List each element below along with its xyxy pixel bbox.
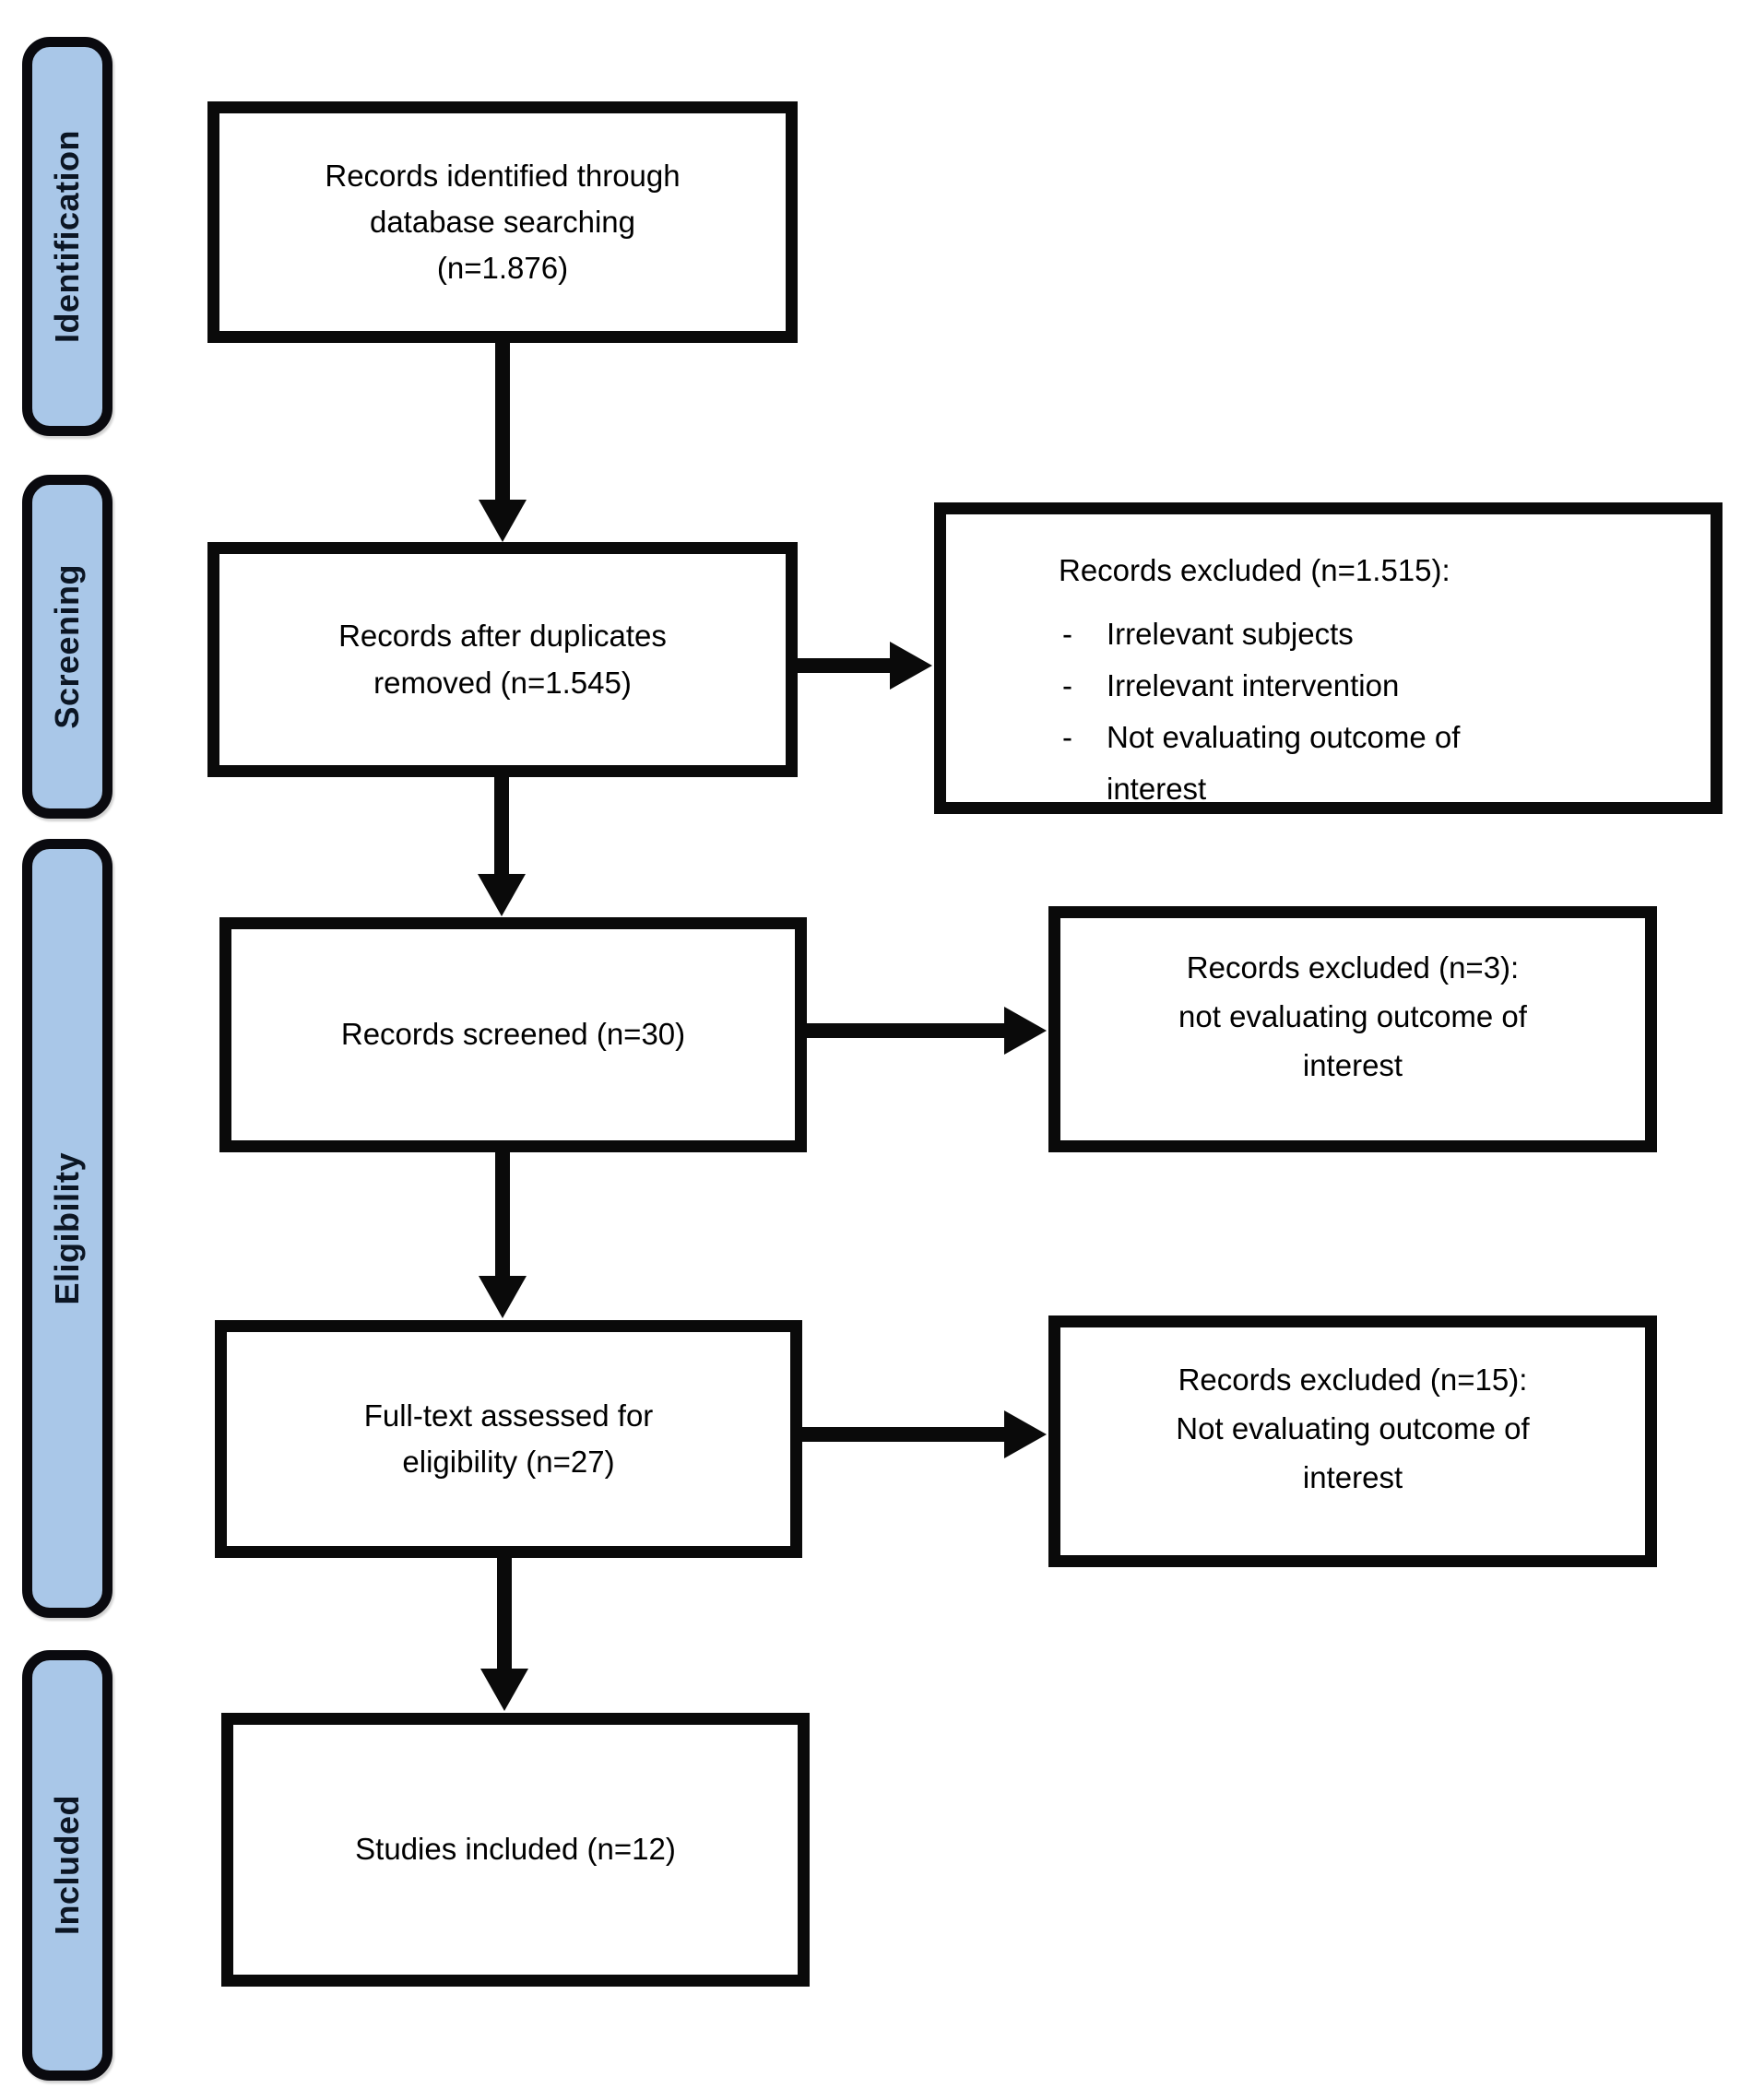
exclusion-box-after-duplicates: Records excluded (n=1.515): Irrelevant s… xyxy=(934,502,1723,814)
stage-eligibility-label: Eligibility xyxy=(48,1151,86,1305)
stage-included: Included xyxy=(22,1650,112,2081)
exclusion-box-after-full-text: Records excluded (n=15): Not evaluating … xyxy=(1048,1315,1657,1567)
arrow-line xyxy=(495,1152,510,1280)
stage-eligibility: Eligibility xyxy=(22,839,112,1618)
exclusion-bullet-irrelevant-subjects: Irrelevant subjects xyxy=(1059,608,1547,660)
flow-box-records-identified: Records identified through database sear… xyxy=(207,101,798,343)
exclusion-after-full-text-text: Records excluded (n=15): Not evaluating … xyxy=(1176,1363,1530,1494)
stage-included-label: Included xyxy=(48,1795,86,1936)
arrow-line xyxy=(497,1558,512,1672)
arrow-head xyxy=(479,500,527,542)
arrow-head xyxy=(1004,1007,1047,1055)
arrow-line xyxy=(494,777,509,879)
arrow-head xyxy=(480,1669,528,1711)
stage-identification-label: Identification xyxy=(48,130,86,343)
flow-box-full-text-assessed: Full-text assessed for eligibility (n=27… xyxy=(215,1320,802,1558)
arrow-head xyxy=(890,642,932,690)
records-identified-text: Records identified through database sear… xyxy=(325,158,681,286)
stage-screening-label: Screening xyxy=(48,564,86,729)
arrow-line xyxy=(799,1427,1010,1442)
arrow-head xyxy=(1004,1410,1047,1458)
arrow-line xyxy=(802,1023,1010,1038)
records-screened-text: Records screened (n=30) xyxy=(340,1017,686,1052)
flow-box-records-screened: Records screened (n=30) xyxy=(219,917,807,1152)
flow-box-studies-included: Studies included (n=12) xyxy=(221,1713,810,1987)
arrow-head xyxy=(479,1276,527,1318)
exclusion-after-screening-text: Records excluded (n=3): not evaluating o… xyxy=(1178,950,1527,1082)
duplicates-removed-text: Records after duplicates removed (n=1.54… xyxy=(338,619,667,700)
arrow-head xyxy=(478,874,526,916)
stage-screening: Screening xyxy=(22,475,112,819)
exclusion-box-after-screening: Records excluded (n=3): not evaluating o… xyxy=(1048,906,1657,1152)
arrow-line xyxy=(793,658,894,673)
flow-box-duplicates-removed: Records after duplicates removed (n=1.54… xyxy=(207,542,798,777)
exclusion-bullet-irrelevant-intervention: Irrelevant intervention xyxy=(1059,660,1547,712)
exclusion-after-duplicates-title: Records excluded (n=1.515): xyxy=(1059,553,1450,587)
studies-included-text: Studies included (n=12) xyxy=(355,1832,676,1867)
arrow-line xyxy=(495,343,510,504)
exclusion-bullet-not-evaluating-outcome: Not evaluating outcome of interest xyxy=(1059,712,1547,815)
full-text-assessed-text: Full-text assessed for eligibility (n=27… xyxy=(363,1398,654,1479)
stage-identification: Identification xyxy=(22,37,112,436)
